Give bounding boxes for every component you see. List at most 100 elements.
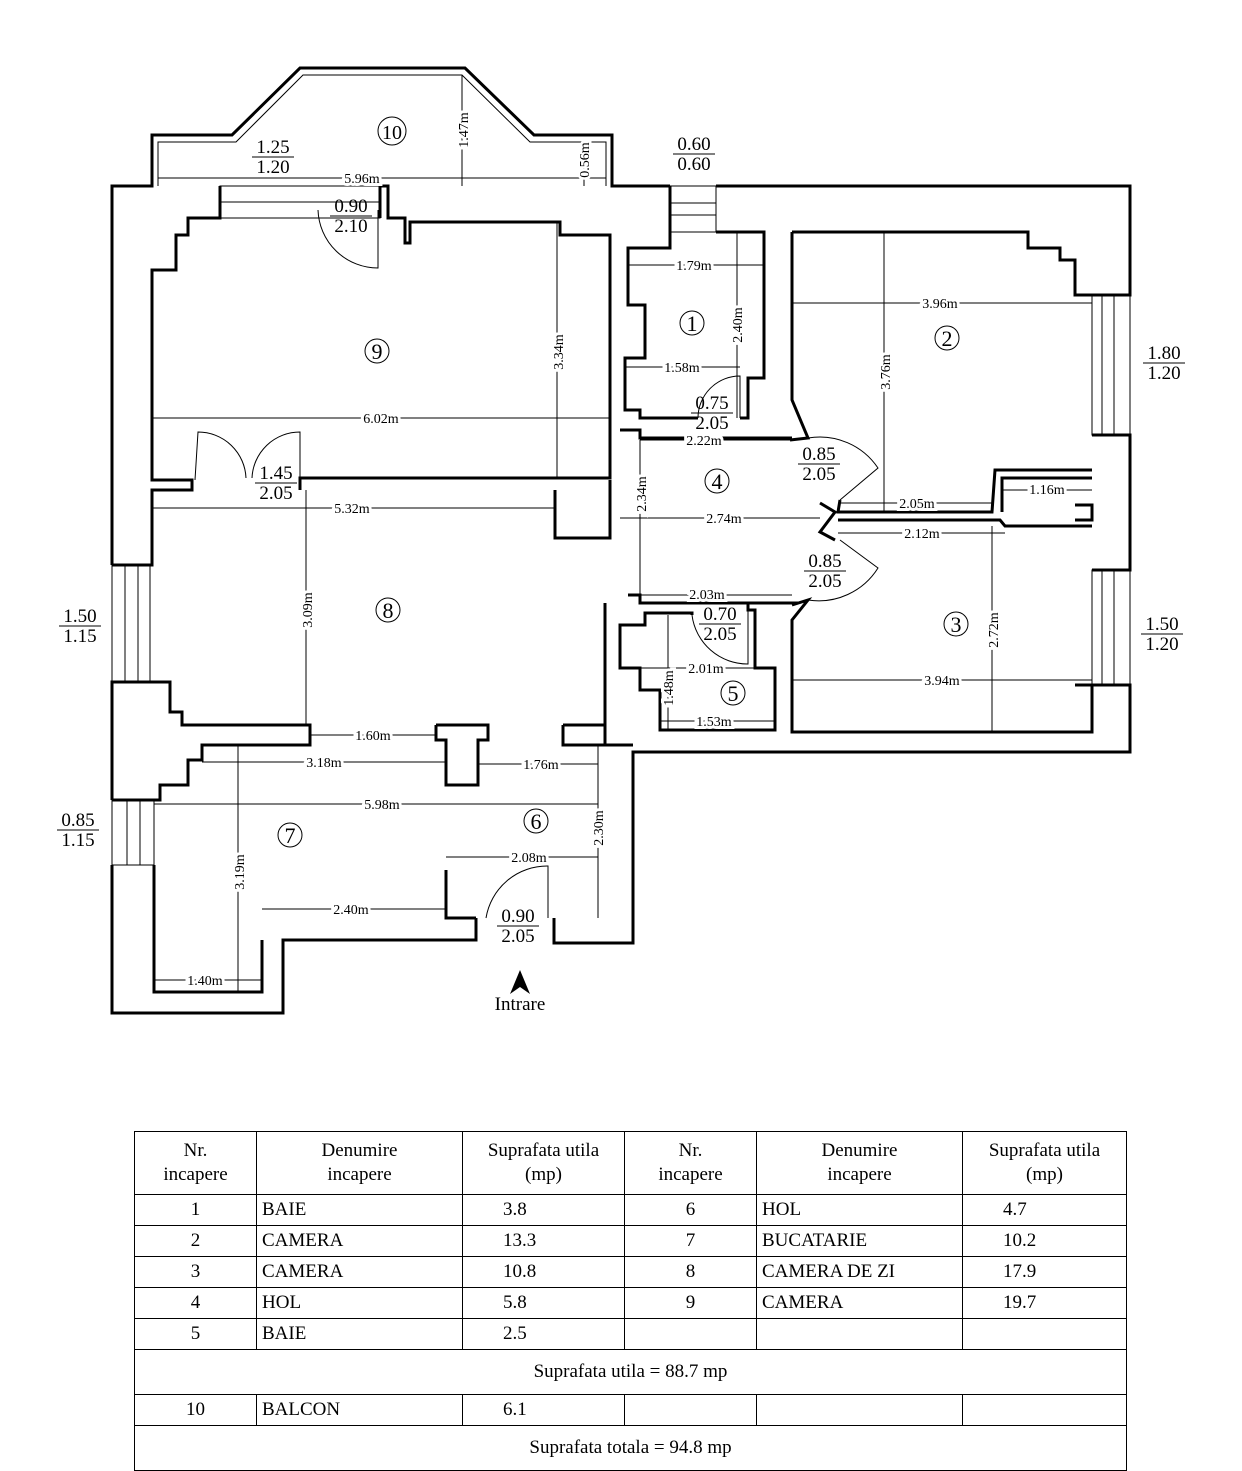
room-number: 3 — [943, 611, 969, 637]
column-header: Nr.incapere — [134, 1131, 257, 1195]
outer-wall-left-low — [110, 680, 150, 800]
dim-label: 1.47m — [457, 112, 472, 148]
dim-label: 2.74m — [706, 512, 742, 527]
svg-text:0.70: 0.70 — [703, 604, 736, 625]
svg-text:8: 8 — [383, 598, 394, 623]
svg-text:2: 2 — [942, 326, 953, 351]
table-cell: 9 — [624, 1287, 757, 1319]
svg-text:0.90: 0.90 — [334, 196, 367, 217]
dim-label: 3.76m — [879, 354, 894, 390]
svg-text:2.05: 2.05 — [695, 413, 728, 434]
svg-text:0.60: 0.60 — [677, 134, 710, 155]
opening-label: 0.852.05 — [798, 444, 840, 485]
svg-text:1.25: 1.25 — [256, 137, 289, 158]
entrance-arrow-icon — [510, 970, 530, 994]
table-cell: CAMERA DE ZI — [756, 1256, 963, 1288]
svg-text:3: 3 — [951, 612, 962, 637]
total-cell: Suprafata totala = 94.8 mp — [134, 1425, 1127, 1471]
dim-label: 2.05m — [899, 497, 935, 512]
room-number: 10 — [377, 116, 407, 146]
table-cell — [962, 1318, 1127, 1350]
outer-wall-bottom-right — [552, 683, 1132, 945]
table-cell: 7 — [624, 1225, 757, 1257]
table-cell: 1 — [134, 1194, 257, 1226]
dim-label: 1.40m — [187, 974, 223, 989]
svg-text:1.50: 1.50 — [1145, 614, 1178, 635]
room-number: 2 — [934, 325, 960, 351]
table-cell: CAMERA — [256, 1225, 463, 1257]
table-cell: 13.3 — [462, 1225, 625, 1257]
outer-wall-right-mid — [1092, 433, 1132, 572]
outer-wall — [110, 66, 670, 565]
dim-label: 3.96m — [922, 297, 958, 312]
svg-text:1.45: 1.45 — [259, 463, 292, 484]
dim-label: 2.34m — [635, 476, 650, 512]
dim-label: 6.02m — [363, 412, 399, 427]
room-number: 4 — [704, 468, 730, 494]
table-cell: 19.7 — [962, 1287, 1127, 1319]
table-cell: 10.2 — [962, 1225, 1127, 1257]
table-cell — [624, 1394, 757, 1426]
svg-text:2.05: 2.05 — [808, 571, 841, 592]
dim-label: 1.79m — [676, 259, 712, 274]
dim-label: 5.98m — [364, 798, 400, 813]
table-cell: 4.7 — [962, 1194, 1127, 1226]
dim-label: 2.40m — [731, 307, 746, 343]
dim-label: 3.34m — [552, 334, 567, 370]
svg-text:0.85: 0.85 — [808, 551, 841, 572]
svg-text:9: 9 — [372, 339, 383, 364]
dim-label: 2.22m — [686, 434, 722, 449]
room-number: 7 — [277, 822, 303, 848]
svg-text:0.90: 0.90 — [501, 906, 534, 927]
svg-text:0.60: 0.60 — [677, 154, 710, 175]
floor-plan: 5.96m 1.47m 0.56m 1.79m 2.40m 1.58m 3.96… — [57, 66, 1185, 1015]
dim-label: 1.16m — [1029, 483, 1065, 498]
svg-text:0.85: 0.85 — [802, 444, 835, 465]
svg-text:0.85: 0.85 — [61, 810, 94, 831]
svg-text:2.10: 2.10 — [334, 216, 367, 237]
svg-text:10: 10 — [382, 122, 402, 144]
svg-text:2.05: 2.05 — [501, 926, 534, 947]
table-cell — [962, 1394, 1127, 1426]
total-row: Suprafata totala = 94.8 mp — [134, 1425, 1127, 1471]
svg-text:0.75: 0.75 — [695, 393, 728, 414]
svg-text:1: 1 — [687, 311, 698, 336]
column-header: Suprafata utila(mp) — [462, 1131, 625, 1195]
table-cell — [624, 1318, 757, 1350]
dim-label: 1.53m — [696, 715, 732, 730]
svg-text:1.15: 1.15 — [63, 626, 96, 647]
svg-text:1.20: 1.20 — [1147, 363, 1180, 384]
dim-label: 2.30m — [592, 810, 607, 846]
column-header: Suprafata utila(mp) — [962, 1131, 1127, 1195]
svg-text:2.05: 2.05 — [703, 624, 736, 645]
svg-text:6: 6 — [531, 809, 542, 834]
room-number: 5 — [720, 680, 746, 706]
opening-label: 0.752.05 — [691, 393, 733, 434]
table-cell: 3 — [134, 1256, 257, 1288]
opening-label: 1.501.20 — [1141, 614, 1183, 655]
table-cell: 10 — [134, 1394, 257, 1426]
table-cell: 4 — [134, 1287, 257, 1319]
room-number: 1 — [679, 310, 705, 336]
table-cell: BUCATARIE — [756, 1225, 963, 1257]
dim-label: 1.48m — [662, 670, 677, 706]
dim-label: 3.18m — [306, 756, 342, 771]
opening-label: 1.801.20 — [1143, 343, 1185, 384]
room-number: 6 — [523, 808, 549, 834]
opening-label: 0.600.60 — [673, 134, 715, 175]
dim-label: 1.60m — [355, 729, 391, 744]
subtotal-row: Suprafata utila = 88.7 mp — [134, 1349, 1127, 1395]
table-cell — [756, 1318, 963, 1350]
svg-text:2.05: 2.05 — [802, 464, 835, 485]
opening-label: 1.501.15 — [59, 606, 101, 647]
dim-label: 2.40m — [333, 903, 369, 918]
outer-wall-bottom — [110, 865, 478, 1015]
room-number: 9 — [364, 338, 390, 364]
svg-text:1.50: 1.50 — [63, 606, 96, 627]
table-row: 10 BALCON 6.1 — [134, 1394, 1127, 1426]
